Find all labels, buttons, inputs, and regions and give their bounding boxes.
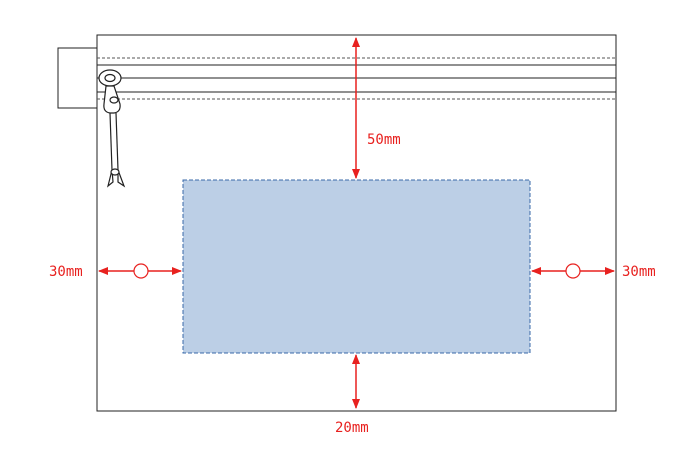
left-dimension-circle <box>133 263 149 279</box>
top-dimension-label: 50mm <box>367 132 401 148</box>
left-dimension-label: 30mm <box>49 264 83 280</box>
right-dimension-circle <box>565 263 581 279</box>
zipper-end-tab <box>57 47 99 109</box>
zipper-pull-icon <box>98 69 126 188</box>
right-dimension-label: 30mm <box>622 264 656 280</box>
bottom-dimension-label: 20mm <box>335 420 369 436</box>
print-area <box>182 179 531 354</box>
